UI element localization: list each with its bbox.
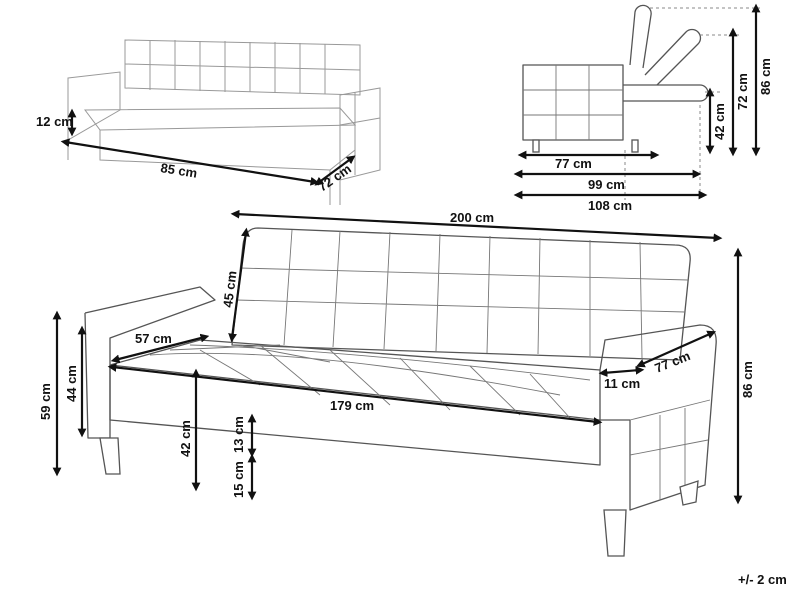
dim-arrow-45cm bbox=[228, 227, 250, 343]
label-108cm: 108 cm bbox=[588, 198, 632, 213]
label-72cm-side: 72 cm bbox=[735, 73, 750, 110]
label-12cm: 12 cm bbox=[36, 114, 73, 129]
side-view-drawing bbox=[522, 4, 760, 200]
dim-arrow-77cm-main bbox=[635, 330, 717, 368]
label-57cm: 57 cm bbox=[135, 331, 172, 346]
dim-arrow-72cm bbox=[314, 155, 356, 186]
label-99cm: 99 cm bbox=[588, 177, 625, 192]
dim-arrow-57cm bbox=[110, 333, 210, 364]
label-42cm-side: 42 cm bbox=[712, 103, 727, 140]
dim-arrow-179cm bbox=[107, 363, 603, 426]
label-59cm: 59 cm bbox=[38, 383, 53, 420]
label-45cm: 45 cm bbox=[220, 270, 239, 308]
label-85cm: 85 cm bbox=[160, 160, 199, 181]
label-77cm-main: 77 cm bbox=[653, 348, 693, 376]
label-200cm: 200 cm bbox=[450, 210, 494, 225]
label-44cm: 44 cm bbox=[64, 365, 79, 402]
label-86cm-side: 86 cm bbox=[758, 58, 773, 95]
label-77cm-side: 77 cm bbox=[555, 156, 592, 171]
dim-arrow-200cm bbox=[230, 209, 723, 243]
sofa-main-drawing bbox=[84, 227, 717, 557]
label-13cm: 13 cm bbox=[231, 416, 246, 453]
label-179cm: 179 cm bbox=[330, 398, 374, 413]
label-42cm-main: 42 cm bbox=[178, 420, 193, 457]
dim-arrow-11cm bbox=[598, 365, 645, 378]
tolerance-note: +/- 2 cm bbox=[738, 572, 787, 587]
label-15cm: 15 cm bbox=[231, 461, 246, 498]
label-11cm: 11 cm bbox=[604, 376, 640, 391]
label-86cm-main: 86 cm bbox=[740, 361, 755, 398]
dim-arrow-85cm bbox=[60, 138, 320, 186]
